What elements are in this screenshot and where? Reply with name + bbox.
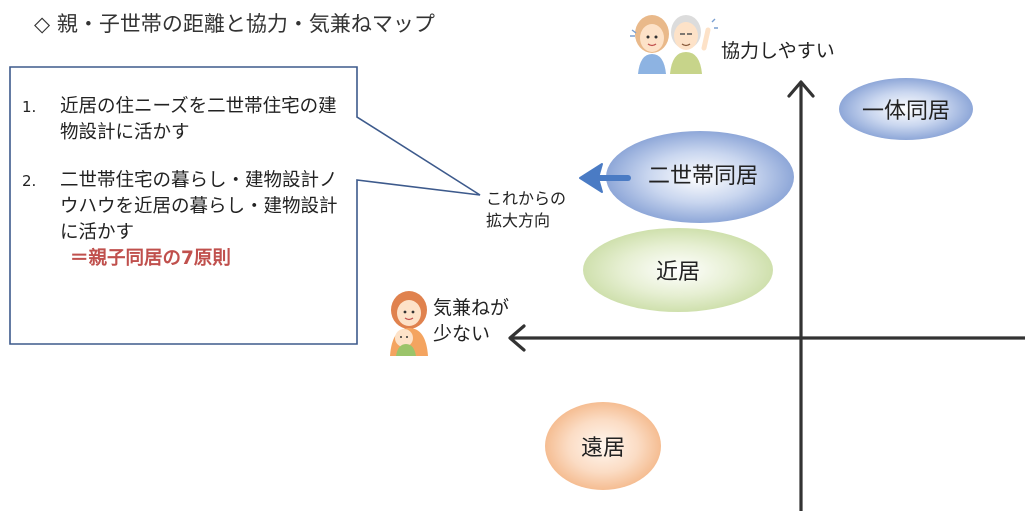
left-axis-label-line2: 少ない <box>433 323 491 345</box>
callout-item-1: 1. 近居の住ニーズを二世帯住宅の建物設計に活かす <box>22 94 352 146</box>
vertical-axis-arrowhead <box>787 80 815 98</box>
ellipse-nisetai-doukyo <box>606 131 794 223</box>
callout-text: 1. 近居の住ニーズを二世帯住宅の建物設計に活かす 2. 二世帯住宅の暮らし・建… <box>22 94 352 272</box>
page-title: ◇ 親・子世帯の距離と協力・気兼ねマップ <box>34 12 435 36</box>
callout-item-1-number: 1. <box>22 98 37 116</box>
label-enkyo: 遠居 <box>580 436 626 461</box>
callout-item-1-text: 近居の住ニーズを二世帯住宅の建物設計に活かす <box>60 96 337 143</box>
expansion-direction-line1: これからの <box>486 189 567 208</box>
expansion-arrow-head <box>579 163 603 193</box>
elderly-couple-icon <box>624 4 720 80</box>
ellipse-ittai-doukyo <box>839 78 973 140</box>
ellipse-enkyo <box>545 402 661 490</box>
top-axis-label: 協力しやすい <box>721 40 835 62</box>
callout-box <box>9 66 481 345</box>
callout-item-2-highlight: ＝親子同居の7原則 <box>70 248 231 269</box>
expansion-direction-line2: 拡大方向 <box>486 211 551 230</box>
horizontal-axis-arrowhead <box>508 324 526 352</box>
ellipse-kinkyo <box>583 228 773 312</box>
callout-item-2: 2. 二世帯住宅の暮らし・建物設計ノウハウを近居の暮らし・建物設計に活かす ＝親… <box>22 168 352 272</box>
label-nisetai-doukyo: 二世帯同居 <box>647 164 759 189</box>
label-ittai-doukyo: 一体同居 <box>861 99 951 124</box>
callout-item-2-text: 二世帯住宅の暮らし・建物設計ノウハウを近居の暮らし・建物設計に活かす <box>60 170 338 243</box>
left-axis-label: 気兼ねが 少ない <box>433 295 509 347</box>
mother-baby-icon <box>384 290 434 360</box>
label-kinkyo: 近居 <box>655 260 701 285</box>
expansion-direction-label: これからの 拡大方向 <box>486 188 566 232</box>
left-axis-label-line1: 気兼ねが <box>433 297 510 319</box>
callout-item-2-number: 2. <box>22 172 37 190</box>
